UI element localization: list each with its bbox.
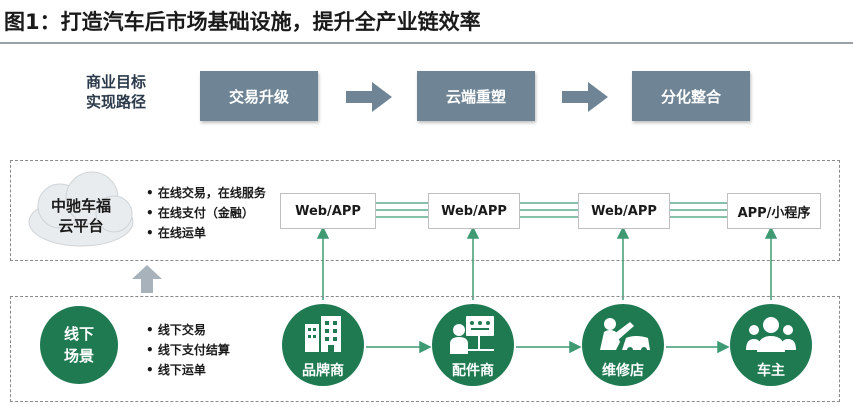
presenter-icon [450, 316, 494, 354]
node-label-car-owner: 车主 [757, 363, 785, 379]
platform-box-web-app-3: Web/APP [578, 193, 670, 229]
node-car-owner: 车主 [730, 304, 812, 386]
title-divider [0, 42, 853, 44]
offline-label-line-1: 线下 [63, 325, 94, 343]
goal-label-line-1: 商业目标 [85, 73, 146, 91]
online-service-item: 在线运单 [146, 223, 266, 243]
platform-box-web-app-1: Web/APP [280, 193, 376, 229]
node-brand: 品牌商 [282, 304, 364, 386]
offline-scene-circle: 线下 场景 [40, 306, 118, 384]
offline-service-item: 线下运单 [146, 360, 230, 380]
up-arrow-icon [132, 265, 162, 293]
cloud-icon [28, 171, 134, 247]
right-arrow-icon [346, 82, 392, 112]
goal-label-line-2: 实现路径 [85, 93, 146, 111]
mechanic-car-icon [600, 318, 650, 353]
online-services-list: 在线交易，在线服务 在线支付（金融） 在线运单 [146, 183, 266, 243]
offline-service-item: 线下支付结算 [146, 340, 230, 360]
cloud-label-line-1: 中驰车福 [50, 197, 111, 215]
cloud-platform-label: 中驰车福 云平台 [22, 196, 140, 236]
platform-box-web-app-2: Web/APP [428, 193, 520, 229]
node-parts-dealer: 配件商 [432, 304, 514, 386]
node-label-brand: 品牌商 [302, 363, 344, 379]
right-arrow-icon [562, 82, 608, 112]
cloud-label-line-2: 云平台 [58, 217, 104, 235]
online-service-item: 在线交易，在线服务 [146, 183, 266, 203]
node-label-parts-dealer: 配件商 [452, 363, 494, 379]
stage-cloud-reshape: 云端重塑 [417, 71, 535, 121]
goal-label: 商业目标 实现路径 [66, 72, 166, 112]
offline-label-line-2: 场景 [63, 347, 94, 365]
figure-title: 图1：打造汽车后市场基础设施，提升全产业链效率 [4, 10, 481, 34]
node-label-repair-shop: 维修店 [602, 363, 644, 379]
offline-services-list: 线下交易 线下支付结算 线下运单 [146, 320, 230, 380]
people-icon [746, 317, 796, 352]
platform-box-app-miniprogram: APP/小程序 [727, 193, 821, 229]
online-service-item: 在线支付（金融） [146, 203, 266, 223]
stage-differentiate-integrate: 分化整合 [632, 71, 750, 121]
node-repair-shop: 维修店 [582, 304, 664, 386]
offline-layer-panel [10, 296, 840, 402]
offline-service-item: 线下交易 [146, 320, 230, 340]
building-icon [305, 316, 341, 352]
stage-trade-upgrade: 交易升级 [200, 71, 318, 121]
online-layer-panel [10, 160, 840, 261]
